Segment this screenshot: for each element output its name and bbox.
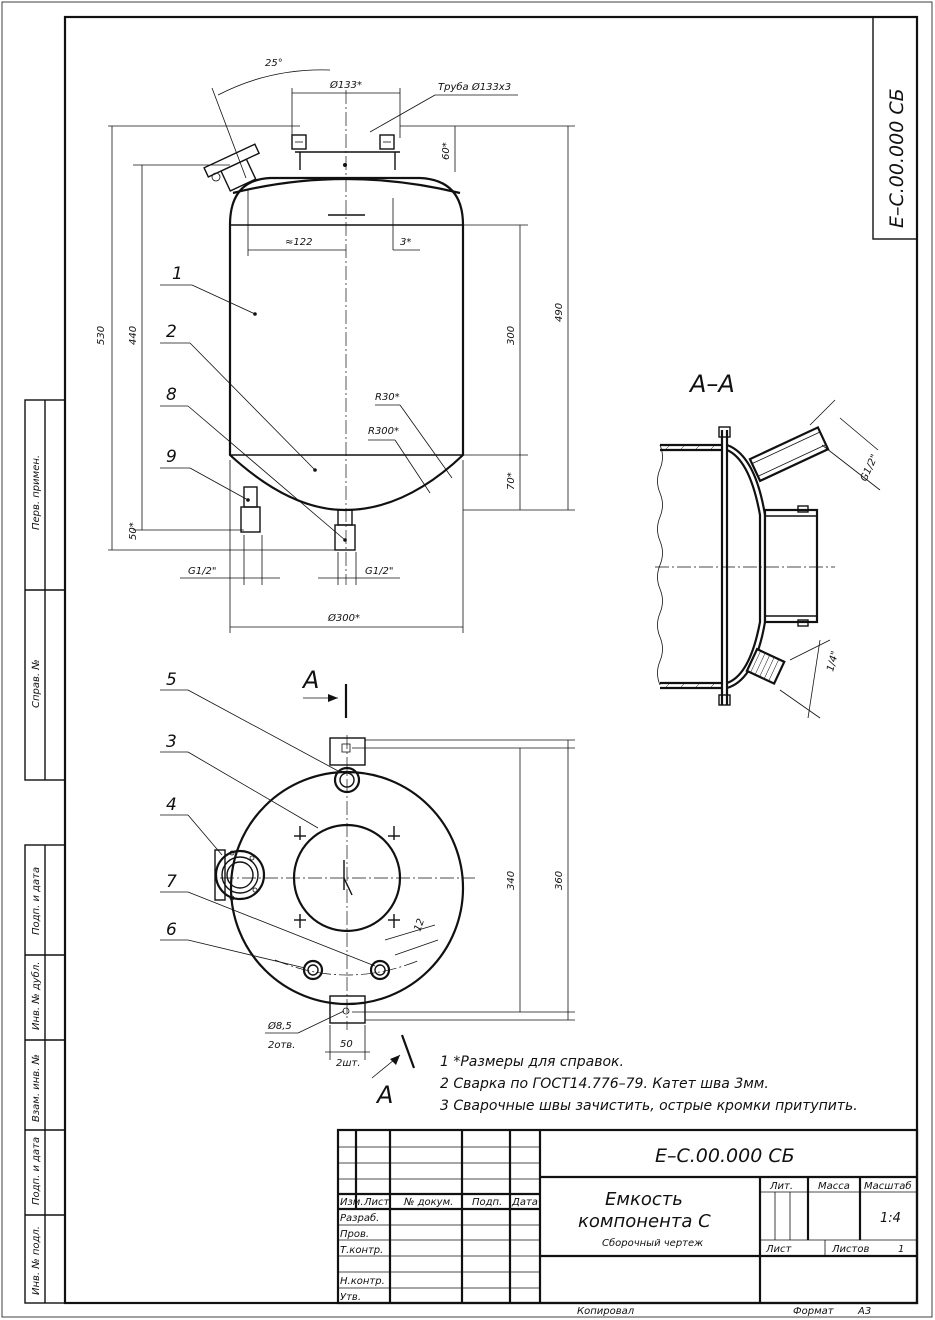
title-block-text: Е–С.00.000 СБ Изм. Лист № докум. Подп. Д… [340, 1145, 912, 1317]
stamp-role-prov: Пров. [340, 1229, 369, 1240]
callout-8: 8 [166, 385, 177, 405]
drawing-code: Е–С.00.000 СБ [655, 1145, 795, 1167]
section-hatch [664, 444, 716, 689]
dim-h50: 50* [128, 522, 139, 540]
section-arrows: А А [301, 666, 416, 1109]
section-arrow-bottom-label: А [375, 1081, 393, 1109]
stamp-role-razrab: Разраб. [340, 1212, 379, 1224]
stamp-role-nkontr: Н.контр. [340, 1276, 385, 1287]
scale-value: 1:4 [880, 1211, 901, 1226]
dim-h60: 60* [441, 142, 452, 160]
dim-d300: Ø300* [327, 612, 360, 624]
note-2: 2 Сварка по ГОСТ14.776–79. Катет шва 3мм… [440, 1076, 769, 1092]
top-view [214, 735, 475, 1030]
front-view-callouts: 1 2 8 9 [160, 264, 346, 541]
stamp-sign: Подп. [472, 1197, 502, 1208]
section-title: А–А [688, 370, 735, 398]
dim-w50: 50 [340, 1039, 353, 1050]
scale-label: Масштаб [864, 1180, 912, 1192]
side-label-podp2: Подп. и дата [31, 1137, 42, 1205]
dim-h490: 490 [554, 303, 565, 322]
section-view: А–А [655, 370, 835, 706]
stamp-list: Лист [363, 1197, 391, 1208]
sheets-value: 1 [898, 1244, 904, 1255]
copied-label: Копировал [577, 1306, 635, 1317]
doc-type: Сборочный чертеж [602, 1237, 703, 1249]
dim-g2: G1/2" [365, 566, 393, 577]
lit-label: Лит. [769, 1181, 793, 1192]
product-title-2: компонента С [578, 1211, 711, 1232]
sheet-label: Лист [765, 1244, 793, 1255]
note-3: 3 Сварочные швы зачистить, острые кромки… [440, 1098, 858, 1114]
corner-code-box: Е–С.00.000 СБ [872, 16, 918, 240]
dim-pcs: 2шт. [336, 1058, 361, 1069]
notes: 1 *Размеры для справок. 2 Сварка по ГОСТ… [440, 1054, 858, 1114]
dim-h3: 3* [400, 237, 411, 248]
side-label-perv: Перв. примен. [31, 455, 42, 530]
stamp-doc-no: № докум. [403, 1197, 453, 1208]
dim-h300: 300 [506, 326, 517, 345]
dim-r300: R300* [368, 426, 399, 437]
callout-6: 6 [166, 920, 177, 940]
dim-h70: 70* [506, 472, 517, 490]
dim-r30: R30* [375, 392, 400, 403]
sec-dim-g2: 1/4" [825, 650, 841, 673]
callout-7: 7 [166, 872, 177, 892]
sheets-label: Листов [831, 1244, 869, 1255]
stamp-date: Дата [511, 1197, 538, 1208]
side-label-sprav: Справ. № [31, 659, 42, 708]
callout-4: 4 [166, 795, 177, 815]
pipe-label: Труба Ø133х3 [438, 81, 511, 93]
dim-w122: ≈122 [285, 237, 312, 248]
format-label: Формат [793, 1306, 835, 1317]
callout-3: 3 [166, 732, 177, 752]
stamp-izm: Изм. [340, 1197, 364, 1208]
mass-label: Масса [818, 1181, 850, 1192]
callout-9: 9 [166, 447, 177, 467]
dim-h440: 440 [128, 326, 139, 345]
dim-h530: 530 [96, 326, 107, 345]
front-view-dimensions: 25° Ø133* Труба Ø133х3 60* ≈122 3* 530 4… [96, 58, 575, 633]
corner-code: Е–С.00.000 СБ [886, 88, 908, 228]
dim-w12: 12 [412, 917, 427, 933]
dim-angle: 25° [265, 58, 283, 69]
top-view-callouts: 5 3 4 7 6 [160, 670, 376, 969]
product-title-1: Емкость [605, 1189, 683, 1210]
dim-d85: Ø8,5 [267, 1020, 292, 1032]
sec-dim-g1: G1/2" [859, 453, 881, 483]
dim-d133: Ø133* [329, 79, 362, 91]
side-strip-labels: Перв. примен. Справ. № Подп. и дата Инв.… [30, 455, 42, 1295]
front-view [203, 90, 465, 585]
section-arrow-top-label: А [301, 666, 319, 694]
top-view-dimensions: 340 360 12 Ø8,5 2отв. 50 2шт. [265, 739, 575, 1069]
format-value: А3 [857, 1306, 871, 1317]
dim-g1: G1/2" [188, 566, 216, 577]
callout-1: 1 [172, 264, 183, 284]
side-label-inv-dubl: Инв. № дубл. [30, 962, 42, 1030]
stamp-role-tkontr: Т.контр. [340, 1245, 383, 1256]
side-label-vzam: Взам. инв. № [31, 1054, 42, 1122]
dim-holes: 2отв. [268, 1040, 295, 1051]
callout-5: 5 [166, 670, 177, 690]
dim-h340: 340 [506, 871, 517, 890]
title-block [336, 1128, 919, 1305]
side-label-podp1: Подп. и дата [31, 867, 42, 935]
callout-2: 2 [166, 322, 177, 342]
note-1: 1 *Размеры для справок. [440, 1054, 624, 1070]
side-label-inv-podl: Инв. № подл. [31, 1226, 42, 1295]
dim-h360: 360 [554, 871, 565, 890]
stamp-role-utv: Утв. [340, 1292, 361, 1303]
